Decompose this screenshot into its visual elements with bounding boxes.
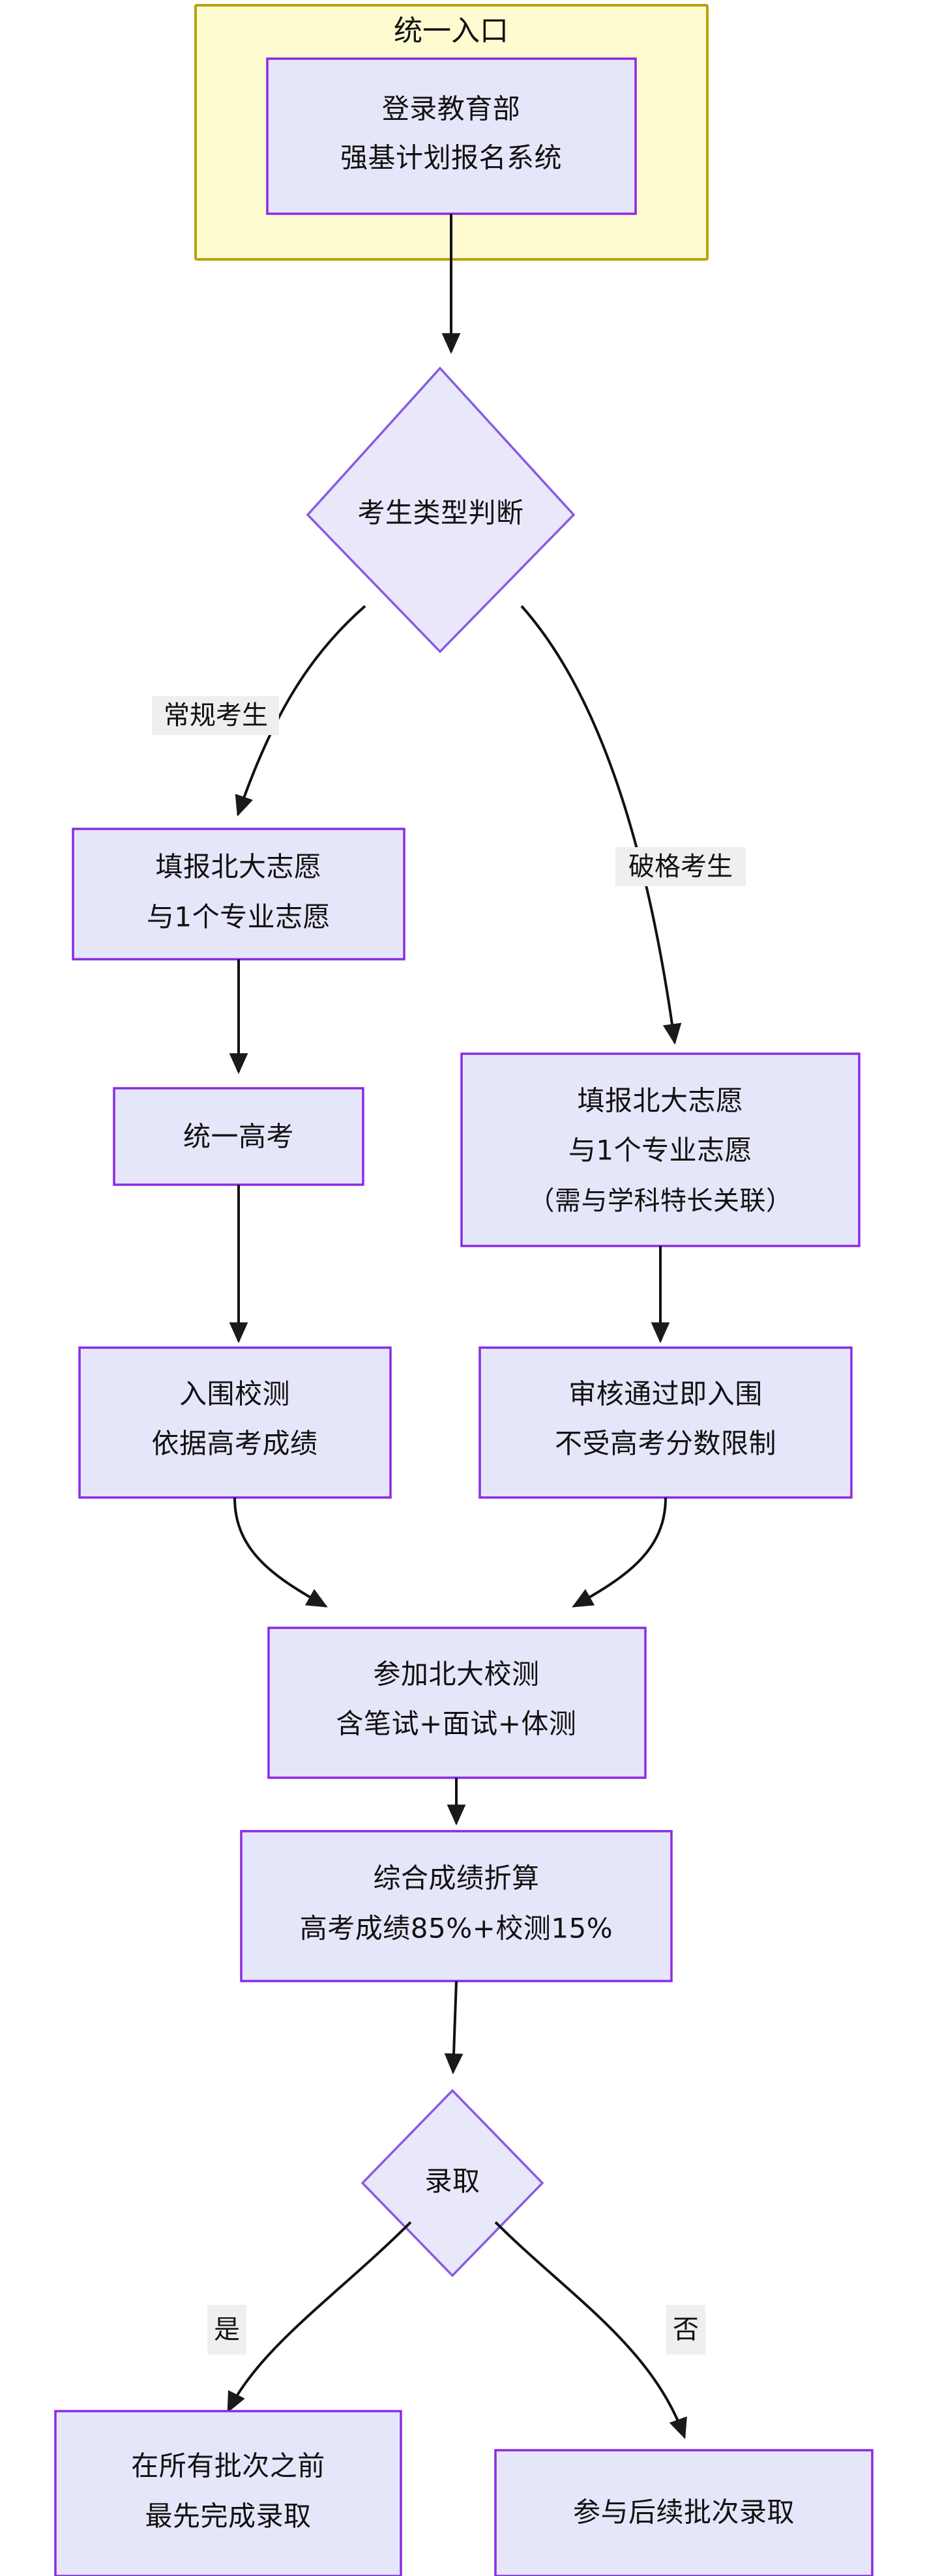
- group-entry-title: 统一入口: [394, 14, 508, 48]
- edge-candidate-type-to-regular: [235, 605, 366, 817]
- node-exception-shortlist[interactable]: 审核通过即入围 不受高考分数限制: [478, 1346, 853, 1499]
- node-exception-apply-box[interactable]: [460, 1052, 861, 1247]
- edge-label-exception-text: 破格考生: [628, 852, 733, 882]
- node-exception-apply-line3: （需与学科特长关联）: [529, 1186, 793, 1216]
- node-regular-shortlist[interactable]: 入围校测 依据高考成绩: [78, 1346, 392, 1499]
- node-gaokao-label: 统一高考: [183, 1121, 294, 1153]
- node-regular-shortlist-line1: 入围校测: [179, 1378, 290, 1410]
- node-later-batch-label: 参与后续批次录取: [573, 2496, 795, 2528]
- edge-label-no-bg: [666, 2305, 705, 2354]
- edge-candidate-type-to-exception: [520, 605, 682, 1045]
- node-login[interactable]: 登录教育部 强基计划报名系统: [266, 57, 637, 215]
- edge-score-calc-to-admission: [444, 1980, 464, 2075]
- node-score-calc[interactable]: 综合成绩折算 高考成绩85%+校测15%: [240, 1830, 673, 1982]
- node-exception-shortlist-box[interactable]: [478, 1346, 853, 1499]
- edge-label-regular-bg: [152, 696, 279, 735]
- node-regular-apply-line1: 填报北大志愿: [155, 851, 321, 883]
- node-score-calc-line2: 高考成绩85%+校测15%: [300, 1913, 613, 1945]
- node-regular-apply-box[interactable]: [72, 828, 405, 961]
- node-school-test-box[interactable]: [267, 1627, 647, 1779]
- node-candidate-type-label: 考生类型判断: [357, 497, 523, 529]
- node-score-calc-box[interactable]: [240, 1830, 673, 1982]
- edge-admission-yes: [227, 2221, 412, 2413]
- node-exception-apply-line1: 填报北大志愿: [577, 1085, 743, 1117]
- edge-label-yes-bg2: [207, 2305, 246, 2354]
- node-candidate-type[interactable]: 考生类型判断: [306, 366, 576, 654]
- node-regular-apply[interactable]: 填报北大志愿 与1个专业志愿: [72, 828, 405, 961]
- node-regular-shortlist-box[interactable]: [78, 1346, 392, 1499]
- node-login-box[interactable]: [266, 57, 637, 215]
- node-school-test-line2: 含笔试+面试+体测: [336, 1708, 577, 1740]
- node-school-test-line1: 参加北大校测: [373, 1658, 539, 1690]
- edge-exception-shortlist-to-school-test: [572, 1497, 667, 1608]
- node-exception-shortlist-line2: 不受高考分数限制: [555, 1428, 776, 1460]
- node-admission-label: 录取: [424, 2165, 480, 2197]
- node-gaokao-box[interactable]: [113, 1087, 364, 1186]
- node-admitted-first-line1: 在所有批次之前: [131, 2450, 325, 2482]
- edge-regular-shortlist-to-school-test: [233, 1497, 328, 1608]
- node-gaokao[interactable]: 统一高考: [113, 1087, 364, 1186]
- edge-label-exception: 破格考生: [615, 847, 746, 886]
- node-admission[interactable]: 录取: [361, 2089, 544, 2278]
- node-regular-apply-line2: 与1个专业志愿: [147, 901, 331, 933]
- node-login-line2: 强基计划报名系统: [340, 142, 562, 174]
- node-candidate-type-shape[interactable]: [306, 366, 576, 654]
- node-school-test[interactable]: 参加北大校测 含笔试+面试+体测: [267, 1627, 647, 1779]
- edge-label-yes-text: 是: [214, 2315, 240, 2345]
- edge-label-regular-text: 常规考生: [164, 701, 268, 731]
- node-exception-apply-line2: 与1个专业志愿: [568, 1135, 752, 1166]
- edge-label-no: 否: [666, 2305, 705, 2354]
- node-admitted-first-box[interactable]: [54, 2410, 402, 2576]
- node-later-batch[interactable]: 参与后续批次录取: [494, 2449, 874, 2576]
- node-score-calc-line1: 综合成绩折算: [373, 1862, 539, 1894]
- edge-label-no-text: 否: [673, 2315, 699, 2345]
- node-admitted-first[interactable]: 在所有批次之前 最先完成录取: [54, 2410, 402, 2576]
- node-later-batch-box[interactable]: [494, 2449, 874, 2576]
- node-admission-shape[interactable]: [361, 2089, 544, 2278]
- node-exception-shortlist-line1: 审核通过即入围: [568, 1378, 763, 1410]
- node-admitted-first-line2: 最先完成录取: [145, 2500, 311, 2532]
- node-exception-apply[interactable]: 填报北大志愿 与1个专业志愿 （需与学科特长关联）: [460, 1052, 861, 1247]
- node-login-line1: 登录教育部: [382, 93, 521, 125]
- edge-admission-no: [494, 2221, 687, 2440]
- node-regular-shortlist-line2: 依据高考成绩: [151, 1428, 317, 1460]
- edge-label-exception-bg: [615, 847, 746, 886]
- edge-label-regular: 常规考生: [152, 696, 279, 735]
